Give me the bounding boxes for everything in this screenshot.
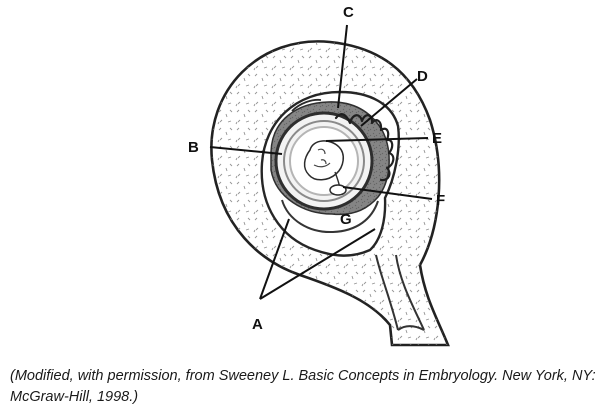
yolk-sac	[329, 184, 347, 196]
label-b: B	[188, 139, 199, 156]
callout-line-a-left	[259, 218, 290, 300]
embryology-diagram: C D B E F G A	[188, 4, 450, 347]
callout-line-c	[337, 24, 348, 109]
cervix-base	[397, 325, 425, 331]
callout-line-a-right	[259, 228, 376, 300]
embryo-detail	[313, 148, 331, 168]
embryo-figure: C D B E F G A	[188, 4, 450, 347]
caption-line-1: (Modified, with permission, from Sweeney…	[10, 368, 596, 384]
lower-decidua	[281, 199, 379, 234]
amniotic-ring-inner	[283, 120, 365, 202]
left-tissue-fold	[291, 98, 322, 112]
callout-line-b	[209, 146, 283, 155]
label-f: F	[436, 192, 445, 209]
caption-line-2: McGraw-Hill, 1998.)	[10, 389, 139, 405]
cervical-canal-right	[395, 254, 425, 331]
figure-caption: (Modified, with permission, from Sweeney…	[10, 366, 596, 408]
label-c: C	[343, 4, 354, 21]
label-g: G	[340, 211, 352, 228]
label-d: D	[417, 68, 428, 85]
label-e: E	[432, 130, 442, 147]
cervical-canal-left	[375, 254, 399, 331]
chorionic-villi	[334, 113, 395, 182]
label-a: A	[252, 316, 263, 333]
callout-line-d	[360, 78, 418, 127]
callout-line-f	[342, 186, 433, 200]
callout-line-e	[325, 137, 429, 142]
